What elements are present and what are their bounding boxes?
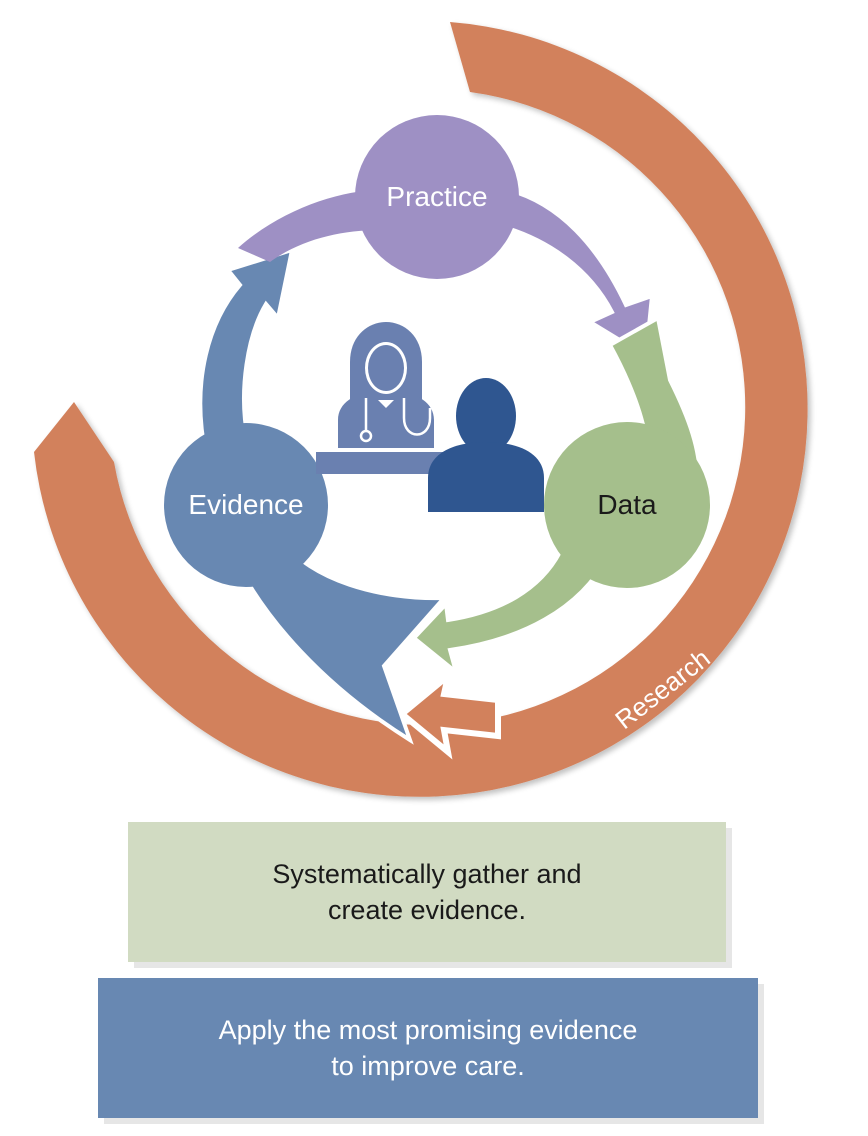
practice-node: Practice <box>355 115 519 279</box>
gather-line-2: create evidence. <box>327 895 527 925</box>
research-arrowhead <box>397 668 501 760</box>
clinician-icon <box>316 322 464 474</box>
patient-icon <box>428 378 544 512</box>
gather-line-1: Systematically gather and <box>272 859 582 889</box>
gather-evidence-box: Systematically gather and create evidenc… <box>128 822 726 962</box>
apply-evidence-box: Apply the most promising evidence to imp… <box>98 978 758 1118</box>
data-node: Data <box>544 422 710 588</box>
apply-text: Apply the most promising evidence to imp… <box>219 1012 638 1084</box>
gather-text: Systematically gather and create evidenc… <box>272 856 581 928</box>
evidence-label: Evidence <box>188 489 303 520</box>
evidence-arm <box>198 247 449 745</box>
data-label: Data <box>597 489 657 520</box>
practice-label: Practice <box>386 181 487 212</box>
apply-line-2: to improve care. <box>331 1051 525 1081</box>
apply-line-1: Apply the most promising evidence <box>218 1015 638 1045</box>
research-cycle-diagram: Practice Data Evidence Research <box>34 22 808 797</box>
stethoscope-icon <box>359 398 432 443</box>
evidence-node: Evidence <box>164 423 328 587</box>
